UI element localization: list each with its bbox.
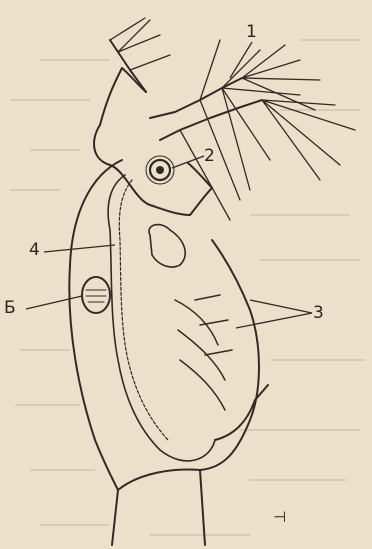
- antenna-bristles: [110, 18, 355, 220]
- label-3: 3: [313, 305, 324, 322]
- postabdomen: [215, 385, 268, 440]
- tail-spine: [200, 470, 205, 545]
- heart: [149, 225, 185, 267]
- egg: [82, 277, 110, 313]
- carapace-outline: [69, 160, 259, 545]
- eye-pigment: [156, 166, 164, 174]
- egg-hatch: [86, 290, 106, 302]
- label-2: 2: [204, 148, 215, 165]
- antenna-lower: [160, 100, 262, 140]
- gut-inner: [119, 180, 168, 440]
- label-4: 4: [29, 242, 40, 259]
- thoracic-legs: [175, 295, 232, 410]
- head-outline: [94, 125, 212, 215]
- label-5: Б: [4, 300, 16, 317]
- gut-tube: [108, 175, 215, 461]
- corner-mark: ⊣: [273, 510, 286, 525]
- label-1: 1: [246, 24, 257, 41]
- head-top: [100, 68, 146, 125]
